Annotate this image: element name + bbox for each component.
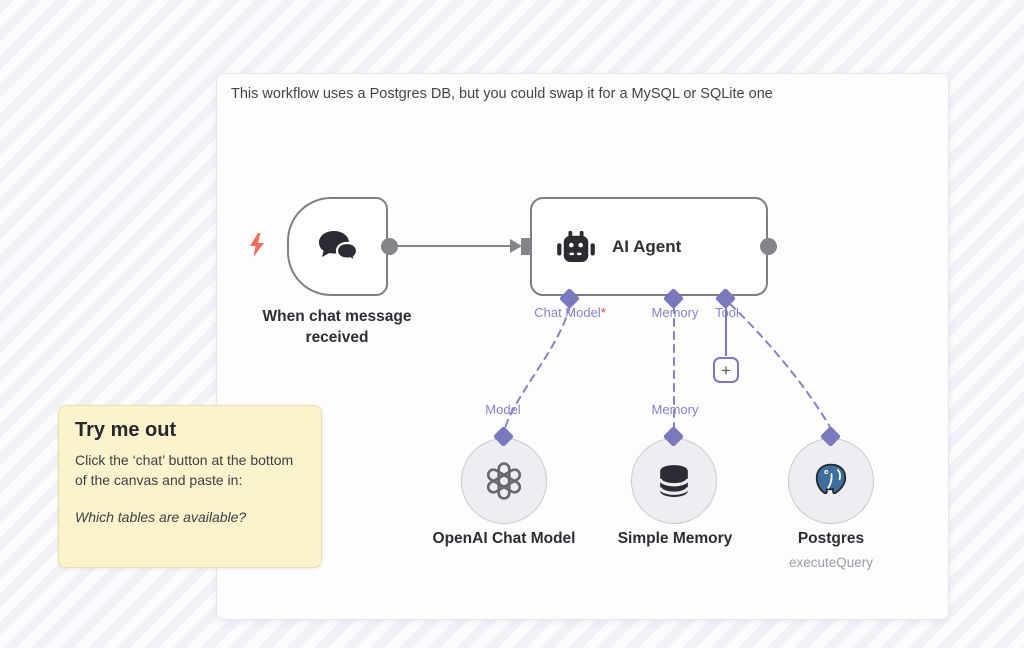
trigger-bolt-icon	[250, 233, 264, 257]
node-when-chat-message-received[interactable]	[287, 197, 388, 296]
postgres-node-label: Postgres	[797, 530, 865, 547]
node-ai-agent[interactable]: AI Agent	[530, 197, 768, 296]
sticky-title: Try me out	[75, 419, 177, 441]
memory-node-label: Simple Memory	[617, 530, 733, 547]
trigger-node-label: When chat message received	[262, 308, 412, 346]
sticky-prompt: Which tables are available?	[75, 508, 247, 525]
node-openai-chat-model[interactable]	[461, 438, 547, 524]
openai-logo-icon	[486, 462, 522, 500]
required-marker: *	[600, 305, 606, 320]
postgres-operation-label: executeQuery	[788, 555, 874, 570]
node-postgres[interactable]	[788, 438, 874, 524]
workflow-description-note: This workflow uses a Postgres DB, but yo…	[231, 86, 773, 102]
agent-memory-port-label: Memory	[651, 305, 699, 320]
postgresql-logo-icon	[815, 463, 847, 495]
memory-port-label: Memory	[651, 402, 699, 417]
robot-icon	[557, 230, 595, 262]
node-simple-memory[interactable]	[631, 438, 717, 524]
plus-icon: +	[721, 360, 731, 380]
database-icon	[658, 465, 690, 497]
sticky-note-try-me-out[interactable]: Try me out Click the ‘chat’ button at th…	[58, 405, 322, 568]
sticky-body: Click the ‘chat’ button at the bottom of…	[75, 452, 294, 488]
agent-input-port[interactable]	[521, 238, 531, 255]
openai-node-label: OpenAI Chat Model	[432, 530, 576, 547]
agent-title: AI Agent	[612, 236, 682, 256]
agent-output-port[interactable]	[760, 238, 777, 255]
trigger-output-port[interactable]	[381, 238, 398, 255]
add-tool-button[interactable]: +	[713, 357, 739, 383]
openai-model-port-label: Model	[485, 402, 521, 417]
chat-bubbles-icon	[318, 230, 358, 263]
